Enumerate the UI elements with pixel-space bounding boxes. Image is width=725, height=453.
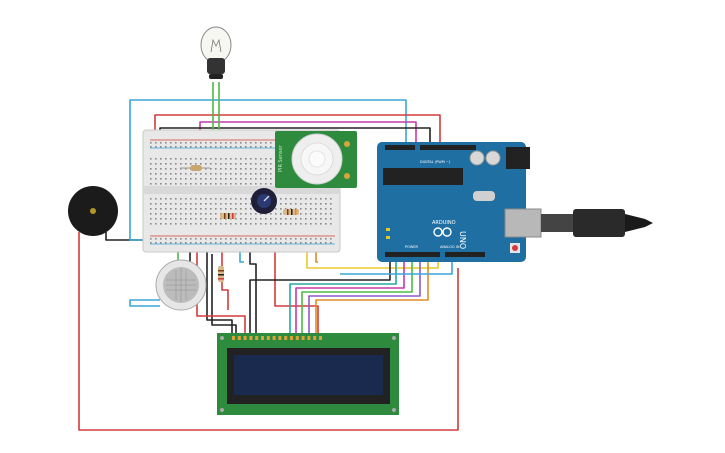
lcd-screen (234, 355, 383, 395)
wire-blue-arduino (340, 258, 453, 275)
light-bulb[interactable] (200, 26, 232, 79)
photoresistor[interactable] (180, 165, 210, 171)
wire-black-lcd-2 (211, 254, 237, 336)
usb-port (504, 208, 542, 238)
wire-lcd-d-teal (289, 258, 397, 336)
lcd-display[interactable] (217, 333, 399, 415)
resistor-3[interactable] (218, 266, 224, 282)
buzzer-center (90, 208, 96, 214)
analog-label: ANALOG IN (440, 245, 460, 249)
wire-black-lcd-1 (206, 252, 233, 336)
wire-red-top (154, 114, 441, 148)
bulb-filament (210, 38, 222, 53)
wire-blue-sensor (129, 299, 160, 307)
buzzer[interactable] (68, 186, 118, 236)
wire-lcd-d-purple (308, 258, 421, 336)
lcd-pins (232, 336, 322, 340)
arduino-brand: ARDUINO (432, 220, 456, 226)
arduino-model: UNO (458, 231, 467, 249)
wire-black-lcd-3 (249, 252, 257, 336)
gas-sensor[interactable] (155, 259, 207, 311)
wire-lcd-d-black (249, 258, 391, 336)
pir-label: PIR Sensor (278, 144, 284, 172)
resistor-1[interactable] (220, 213, 236, 219)
power-label: POWER (405, 245, 419, 249)
power-jack (506, 147, 530, 169)
pir-sensor[interactable]: PIR Sensor (275, 131, 357, 188)
usb-cable (541, 209, 653, 237)
wire-lcd-d-orange (315, 258, 429, 336)
bulb-glass (200, 26, 232, 64)
arduino-uno[interactable]: ARDUINO UNO DIGITAL (PWM ~) ANALOG IN PO… (377, 142, 542, 262)
arduino-board (377, 142, 526, 262)
arduino-logo-icon (433, 227, 452, 237)
potentiometer[interactable] (251, 188, 277, 214)
bulb-base (207, 58, 225, 74)
wire-buzzer-red (78, 232, 459, 431)
atmega-chip (383, 168, 463, 185)
digital-label: DIGITAL (PWM ~) (420, 160, 451, 164)
wire-blue-top (129, 99, 407, 241)
wire-lcd-d-magenta (295, 258, 405, 336)
wire-lcd-d-green (301, 258, 413, 336)
resistor-2[interactable] (283, 209, 299, 215)
